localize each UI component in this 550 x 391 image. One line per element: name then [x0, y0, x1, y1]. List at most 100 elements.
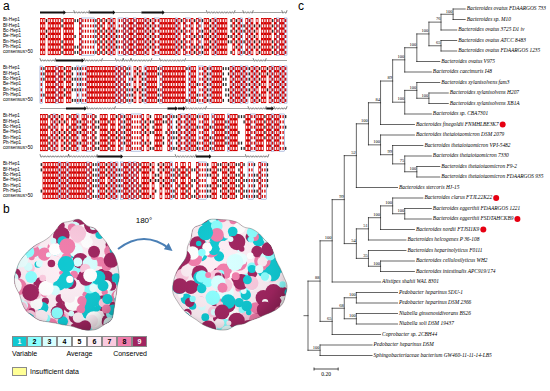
residue-mark [103, 142, 104, 145]
residue-mark [168, 24, 169, 27]
residue-mark [246, 78, 247, 81]
identical-column [118, 66, 121, 103]
residue-mark [254, 126, 255, 129]
residue-mark [173, 35, 174, 38]
residue-mark [163, 72, 164, 75]
residue-mark [199, 35, 200, 38]
residue-mark [51, 126, 52, 129]
residue-mark [64, 88, 65, 91]
residue-mark [119, 120, 120, 123]
residue-mark [220, 46, 221, 49]
residue-mark [215, 30, 216, 33]
residue-mark [212, 115, 213, 118]
residue-mark [100, 67, 101, 70]
residue-mark [176, 99, 177, 102]
residue-mark [158, 35, 159, 38]
residue-mark [85, 72, 86, 75]
residue-mark [85, 46, 86, 49]
residue-mark [272, 40, 273, 43]
residue-mark [87, 94, 88, 97]
residue-mark [194, 88, 195, 91]
residue-mark [61, 120, 62, 123]
residue-mark [74, 131, 75, 134]
residue-mark [220, 72, 221, 75]
residue-mark [147, 94, 148, 97]
residue-mark [61, 115, 62, 118]
residue-mark [269, 40, 270, 43]
residue-mark [246, 115, 247, 118]
residue-mark [236, 46, 237, 49]
residue-mark [176, 67, 177, 70]
identical-column [173, 66, 176, 103]
residue-mark [269, 83, 270, 86]
residue-mark [64, 35, 65, 38]
residue-mark [168, 131, 169, 134]
residue-mark [72, 88, 73, 91]
residue-mark [246, 120, 247, 123]
residue-mark [262, 94, 263, 97]
residue-mark [152, 67, 153, 70]
identical-column [66, 114, 69, 151]
residue-mark [184, 46, 185, 49]
residue-mark [269, 94, 270, 97]
similarity-frame [175, 18, 178, 55]
residue-mark [100, 131, 101, 134]
residue-mark [54, 120, 55, 123]
residue-mark [217, 147, 218, 150]
residue-mark [41, 120, 42, 123]
identical-column [235, 66, 238, 103]
residue-mark [259, 99, 260, 102]
residue-mark [230, 40, 231, 43]
residue-mark [215, 115, 216, 118]
residue-mark [191, 83, 192, 86]
residue-mark [72, 142, 73, 145]
residue-mark [98, 99, 99, 102]
residue-mark [254, 147, 255, 150]
residue-mark [191, 120, 192, 123]
similarity-frame [128, 66, 131, 103]
residue-mark [142, 46, 143, 49]
residue-mark [223, 72, 224, 75]
residue-mark [199, 78, 200, 81]
residue-mark [158, 126, 159, 129]
residue-mark [259, 24, 260, 27]
residue-mark [61, 19, 62, 22]
residue-mark [56, 120, 57, 123]
residue-mark [256, 99, 257, 102]
coil-line [136, 108, 159, 109]
residue-mark [100, 147, 101, 150]
residue-mark [275, 94, 276, 97]
residue-mark [59, 131, 60, 134]
residue-mark [48, 136, 49, 139]
residue-mark [264, 51, 265, 54]
residue-mark [256, 46, 257, 49]
residue-mark [251, 126, 252, 129]
residue-mark [176, 83, 177, 86]
residue-mark [199, 136, 200, 139]
residue-mark [202, 147, 203, 150]
residue-mark [139, 120, 140, 123]
residue-mark [163, 99, 164, 102]
residue-mark [204, 83, 205, 86]
residue-mark [173, 94, 174, 97]
residue-mark [95, 67, 96, 70]
residue-mark [90, 72, 91, 75]
residue-mark [121, 24, 122, 27]
residue-mark [191, 46, 192, 49]
residue-mark [95, 40, 96, 43]
residue-mark [134, 94, 135, 97]
residue-mark [69, 40, 70, 43]
identical-column [58, 66, 61, 103]
residue-mark [173, 40, 174, 43]
residue-mark [251, 88, 252, 91]
residue-mark [264, 83, 265, 86]
residue-mark [246, 88, 247, 91]
identical-column [186, 114, 189, 151]
residue-mark [264, 72, 265, 75]
residue-mark [41, 88, 42, 91]
residue-mark [85, 67, 86, 70]
similarity-frame [279, 66, 282, 103]
residue-mark [77, 83, 78, 86]
residue-mark [152, 35, 153, 38]
residue-mark [243, 72, 244, 75]
